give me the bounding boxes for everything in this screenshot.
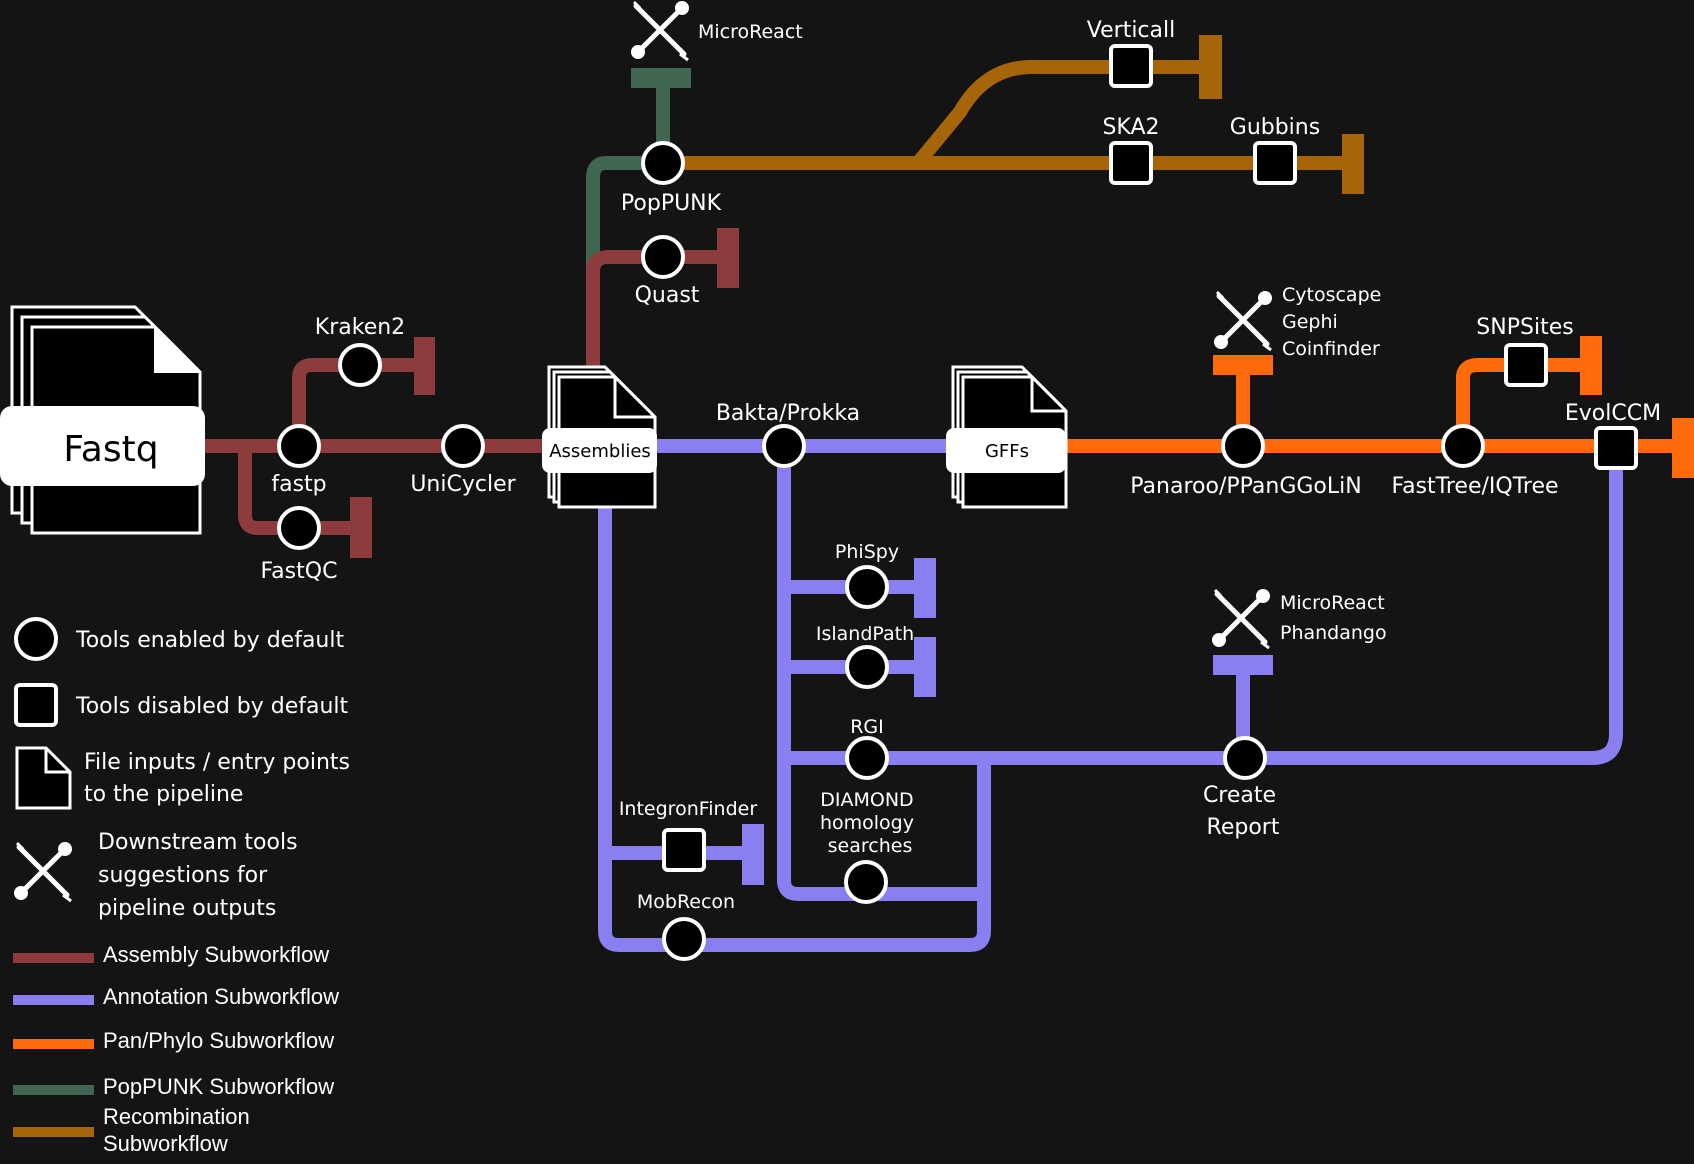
cytoscape-line-3: Coinfinder [1282,338,1380,360]
cytoscape-line-1: Cytoscape [1282,284,1381,306]
evolccm-node[interactable] [1594,426,1638,470]
legend-poppunk: PopPUNK Subworkflow [103,1074,334,1099]
panphylo-lines [1060,336,1694,478]
legend-recombination: Recombination Subworkflow [103,1104,256,1156]
kraken2-label: Kraken2 [315,315,405,340]
report-downstream-line-1: MicroReact [1280,592,1385,614]
legend-annotation-swatch [13,995,94,1005]
legend-file-inputs: File inputs / entry points to the pipeli… [84,750,357,807]
islandpath-node[interactable] [845,645,889,689]
legend-tools-icon [14,842,72,901]
report-node[interactable] [1223,736,1267,780]
fastp-node[interactable] [277,424,321,468]
mobrecon-label: MobRecon [637,891,735,913]
legend-downstream-line-3: pipeline outputs [98,896,276,921]
cytoscape-tools[interactable]: Cytoscape Gephi Coinfinder [1214,284,1387,360]
report-label-line-2: Report [1207,815,1280,840]
rgi-node[interactable] [845,736,889,780]
cytoscape-label: Cytoscape Gephi Coinfinder [1282,284,1387,360]
diamond-label: DIAMOND homology searches [820,789,920,857]
poppunk-label: PopPUNK [621,191,722,216]
unicycler-label: UniCycler [410,472,516,497]
legend-recombination-line-1: Recombination [103,1104,250,1129]
legend-downstream-line-2: suggestions for [98,863,268,888]
gubbins-node[interactable] [1253,141,1297,185]
fasttree-node[interactable] [1441,424,1485,468]
quast-label: Quast [635,283,700,308]
diamond-node[interactable] [844,860,888,904]
legend-enabled-icon [14,617,58,661]
snpsites-label: SNPSites [1476,315,1573,340]
fastq-input[interactable]: Fastq [0,305,205,535]
panaroo-node[interactable] [1221,424,1265,468]
microreact-top-tools[interactable]: MicroReact [631,1,803,60]
kraken2-node[interactable] [338,343,382,387]
fastqc-node[interactable] [277,506,321,550]
fastqc-label: FastQC [261,559,338,584]
unicycler-node[interactable] [441,424,485,468]
report-downstream-label: MicroReact Phandango [1280,592,1391,644]
diamond-label-line-3: searches [828,835,913,857]
report-label: Create Report [1203,783,1283,840]
legend-recombination-swatch [13,1127,94,1137]
fastp-label: fastp [271,472,326,497]
legend-downstream-line-1: Downstream tools [98,830,298,855]
report-label-line-1: Create [1203,783,1276,808]
ska2-label: SKA2 [1102,115,1159,140]
fastq-label: Fastq [63,429,158,470]
panaroo-label: Panaroo/PPanGGoLiN [1130,474,1361,499]
assemblies-label: Assemblies [549,441,651,462]
legend-disabled: Tools disabled by default [75,694,349,719]
tools-icon [631,1,689,60]
legend-panphylo: Pan/Phylo Subworkflow [103,1028,334,1053]
legend-file-icon [15,746,72,810]
gffs-input[interactable]: GFFs [946,365,1068,509]
phispy-label: PhiSpy [835,541,899,563]
microreact-top-label: MicroReact [698,21,803,43]
snpsites-node[interactable] [1504,343,1548,387]
legend-panphylo-swatch [13,1039,94,1049]
assemblies-input[interactable]: Assemblies [542,365,657,509]
legend-assembly: Assembly Subworkflow [103,942,329,967]
legend-poppunk-swatch [13,1085,94,1095]
tools-icon [1212,589,1270,648]
bakta-label: Bakta/Prokka [716,401,860,426]
legend-file-inputs-line-2: to the pipeline [84,782,243,807]
ska2-node[interactable] [1109,141,1153,185]
cytoscape-line-2: Gephi [1282,311,1338,333]
islandpath-label: IslandPath [816,623,914,645]
verticall-node[interactable] [1109,44,1153,88]
gubbins-label: Gubbins [1230,115,1320,140]
integronfinder-node[interactable] [662,828,706,872]
legend-recombination-line-2: Subworkflow [103,1131,228,1156]
evolccm-label: EvolCCM [1565,401,1661,426]
quast-node[interactable] [641,235,685,279]
mobrecon-node[interactable] [662,917,706,961]
bakta-node[interactable] [762,424,806,468]
diamond-label-line-2: homology [820,812,914,834]
report-downstream-tools[interactable]: MicroReact Phandango [1212,589,1391,648]
diamond-label-line-1: DIAMOND [820,789,913,811]
legend-assembly-swatch [13,953,94,963]
assembly-lines [200,228,739,558]
report-downstream-line-2: Phandango [1280,622,1387,644]
legend-enabled: Tools enabled by default [75,628,344,653]
legend-annotation: Annotation Subworkflow [103,984,339,1009]
legend-disabled-icon [14,683,58,727]
legend-file-inputs-line-1: File inputs / entry points [84,750,350,775]
integronfinder-label: IntegronFinder [619,798,758,820]
poppunk-node[interactable] [641,141,685,185]
annotation-lines [598,439,1623,952]
poppunk-lines [586,68,691,380]
legend-downstream: Downstream tools suggestions for pipelin… [98,830,305,921]
rgi-label: RGI [850,716,884,738]
verticall-label: Verticall [1087,18,1175,43]
gffs-label: GFFs [985,441,1029,462]
recombination-lines [663,35,1364,194]
tools-icon [1214,291,1272,350]
fasttree-label: FastTree/IQTree [1391,474,1558,499]
phispy-node[interactable] [845,565,889,609]
legend: Tools enabled by default Tools disabled … [13,617,357,1156]
